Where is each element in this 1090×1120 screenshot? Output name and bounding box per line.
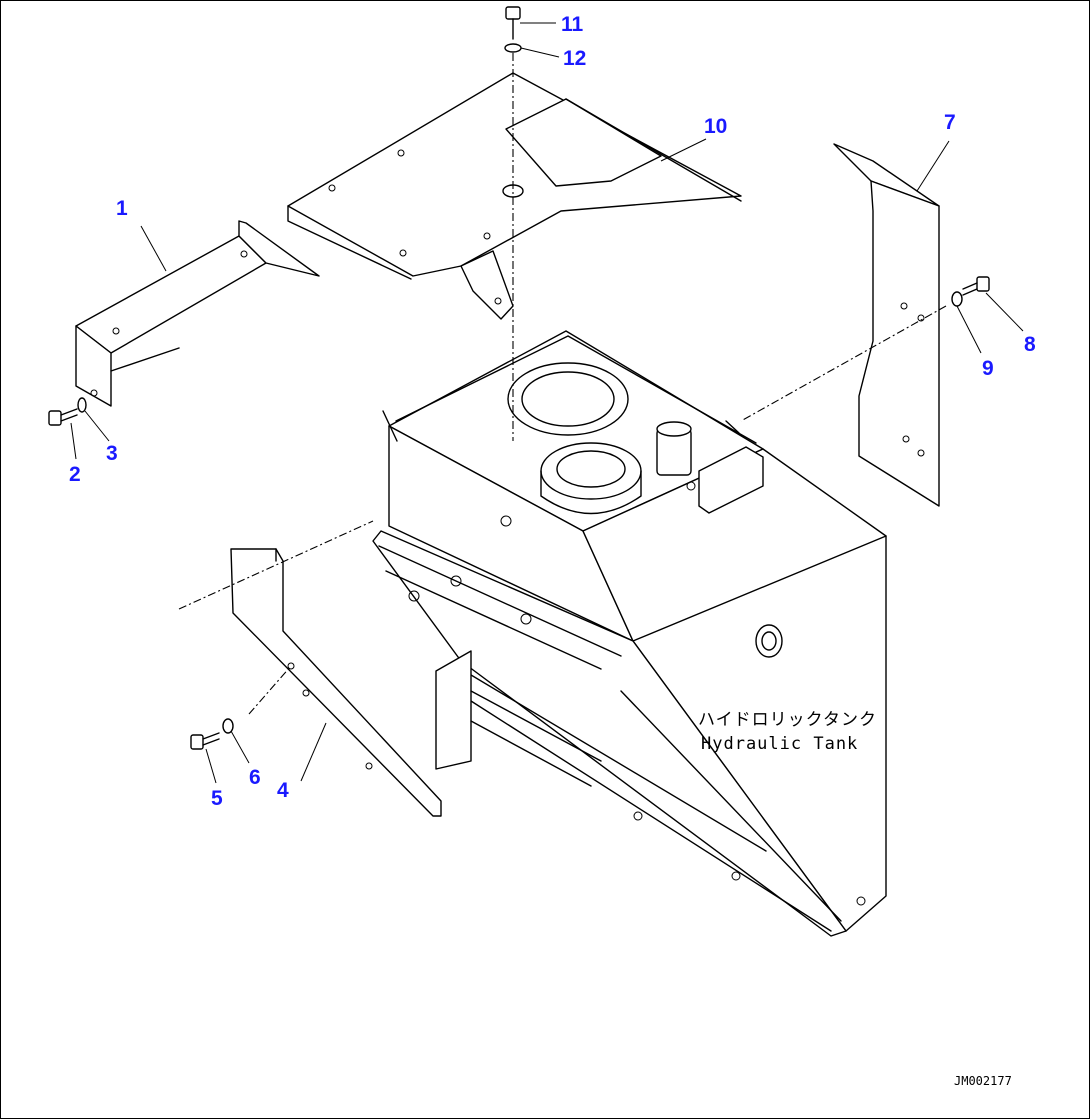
callout-11: 11 [561, 13, 584, 36]
washer-part-3 [77, 397, 87, 413]
washer-part-12 [504, 43, 522, 53]
bolt-part-2 [48, 408, 78, 426]
washer-part-6 [222, 718, 234, 734]
callout-5: 5 [211, 787, 223, 810]
tank-label-english: Hydraulic Tank [701, 734, 859, 754]
callout-9: 9 [982, 357, 994, 380]
bolt-part-8 [962, 276, 990, 296]
bolt-part-11 [505, 6, 521, 40]
bracket-part-7 [833, 143, 940, 507]
leader-lines [70, 22, 1024, 784]
hydraulic-tank [372, 330, 887, 937]
callout-7: 7 [944, 111, 956, 134]
callout-8: 8 [1024, 333, 1036, 356]
washer-part-9 [951, 291, 963, 307]
callout-3: 3 [106, 442, 118, 465]
bolt-part-5 [190, 732, 220, 750]
callout-10: 10 [704, 115, 728, 138]
callout-2: 2 [69, 463, 81, 486]
callout-6: 6 [249, 766, 261, 789]
drawing-id: JM002177 [954, 1074, 1012, 1088]
callout-4: 4 [277, 779, 289, 802]
bracket-part-4 [230, 548, 442, 817]
tank-label-japanese: ハイドロリックタンク [698, 710, 877, 730]
callout-12: 12 [563, 47, 587, 70]
assembly-lines [178, 53, 947, 715]
top-cover-part-10 [287, 72, 742, 320]
callout-1: 1 [116, 197, 128, 220]
bracket-part-1 [75, 220, 320, 407]
